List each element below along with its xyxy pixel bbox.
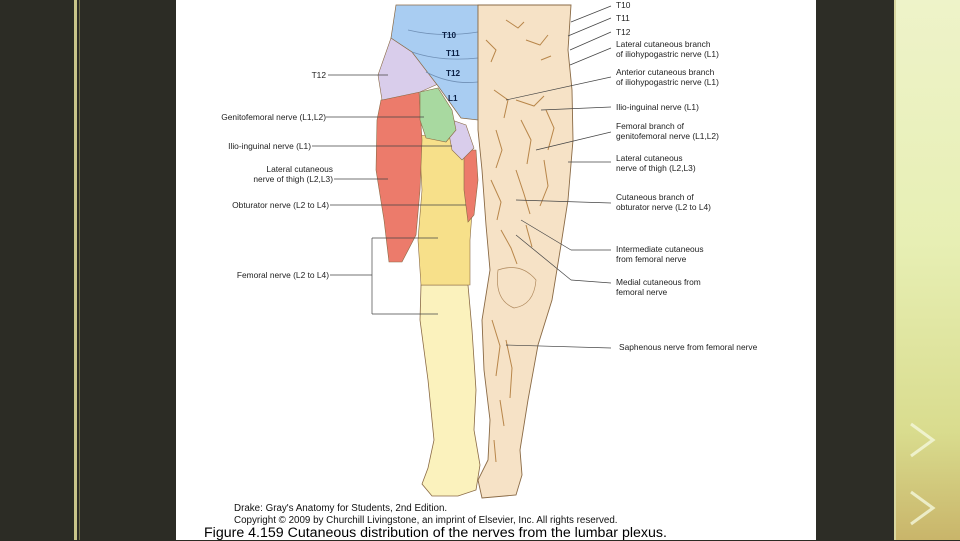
label-r-anterior-iliohypogastric: Anterior cutaneous branch of iliohypogas… — [616, 67, 719, 87]
right-panel-border — [894, 0, 896, 540]
figure-caption: Figure 4.159 Cutaneous distribution of t… — [204, 525, 667, 541]
label-r-saphenous: Saphenous nerve from femoral nerve — [619, 342, 758, 352]
label-r-medial: Medial cutaneous from femoral nerve — [616, 277, 701, 297]
segment-label-t12: T12 — [446, 69, 461, 78]
label-ilioinguinal: Ilio-inguinal nerve (L1) — [228, 141, 311, 151]
lateral-cutaneous-region — [375, 91, 423, 263]
chevron-right-icon — [910, 490, 936, 526]
label-r-obturator: Cutaneous branch of obturator nerve (L2 … — [616, 192, 711, 212]
left-background-panel — [0, 0, 175, 540]
segment-label-l1: L1 — [448, 94, 458, 103]
right-decorative-panel — [896, 0, 960, 540]
label-obturator: Obturator nerve (L2 to L4) — [232, 200, 329, 210]
label-r-ilioinguinal: Ilio-inguinal nerve (L1) — [616, 102, 699, 112]
leg-nerve-diagram — [312, 4, 612, 499]
label-r-lateral-cutaneous: Lateral cutaneous nerve of thigh (L2,L3) — [616, 153, 696, 173]
credit-source: Drake: Gray's Anatomy for Students, 2nd … — [234, 503, 448, 514]
label-r-femoral-branch: Femoral branch of genitofemoral nerve (L… — [616, 121, 719, 141]
segment-label-t10: T10 — [442, 31, 457, 40]
label-femoral: Femoral nerve (L2 to L4) — [236, 270, 329, 280]
label-t12: T12 — [311, 70, 326, 80]
credit-copyright: Copyright © 2009 by Churchill Livingston… — [234, 515, 618, 526]
lower-leg-region — [419, 284, 481, 497]
label-lateral-cutaneous: Lateral cutaneous nerve of thigh (L2,L3) — [253, 164, 333, 184]
anatomy-figure: T10 T11 T12 L1 T12 Genitofemoral nerve (… — [176, 0, 816, 541]
right-dark-panel — [816, 0, 896, 540]
right-leg-skin — [477, 4, 574, 499]
segment-label-t11: T11 — [446, 49, 460, 58]
nerve-branches — [485, 19, 555, 463]
chevron-right-icon — [910, 422, 936, 458]
genitofemoral-region — [419, 87, 457, 143]
obturator-region — [463, 149, 479, 223]
label-r-t10: T10 — [616, 0, 631, 10]
left-accent-line — [79, 0, 80, 540]
label-genitofemoral: Genitofemoral nerve (L1,L2) — [221, 112, 326, 122]
label-r-lateral-iliohypogastric: Lateral cutaneous branch of iliohypogast… — [616, 39, 719, 59]
left-accent-stripe — [74, 0, 77, 540]
label-r-intermediate: Intermediate cutaneous from femoral nerv… — [616, 244, 704, 264]
label-r-t11: T11 — [616, 13, 630, 23]
leader-lines — [312, 5, 612, 349]
label-r-t12: T12 — [616, 27, 631, 37]
